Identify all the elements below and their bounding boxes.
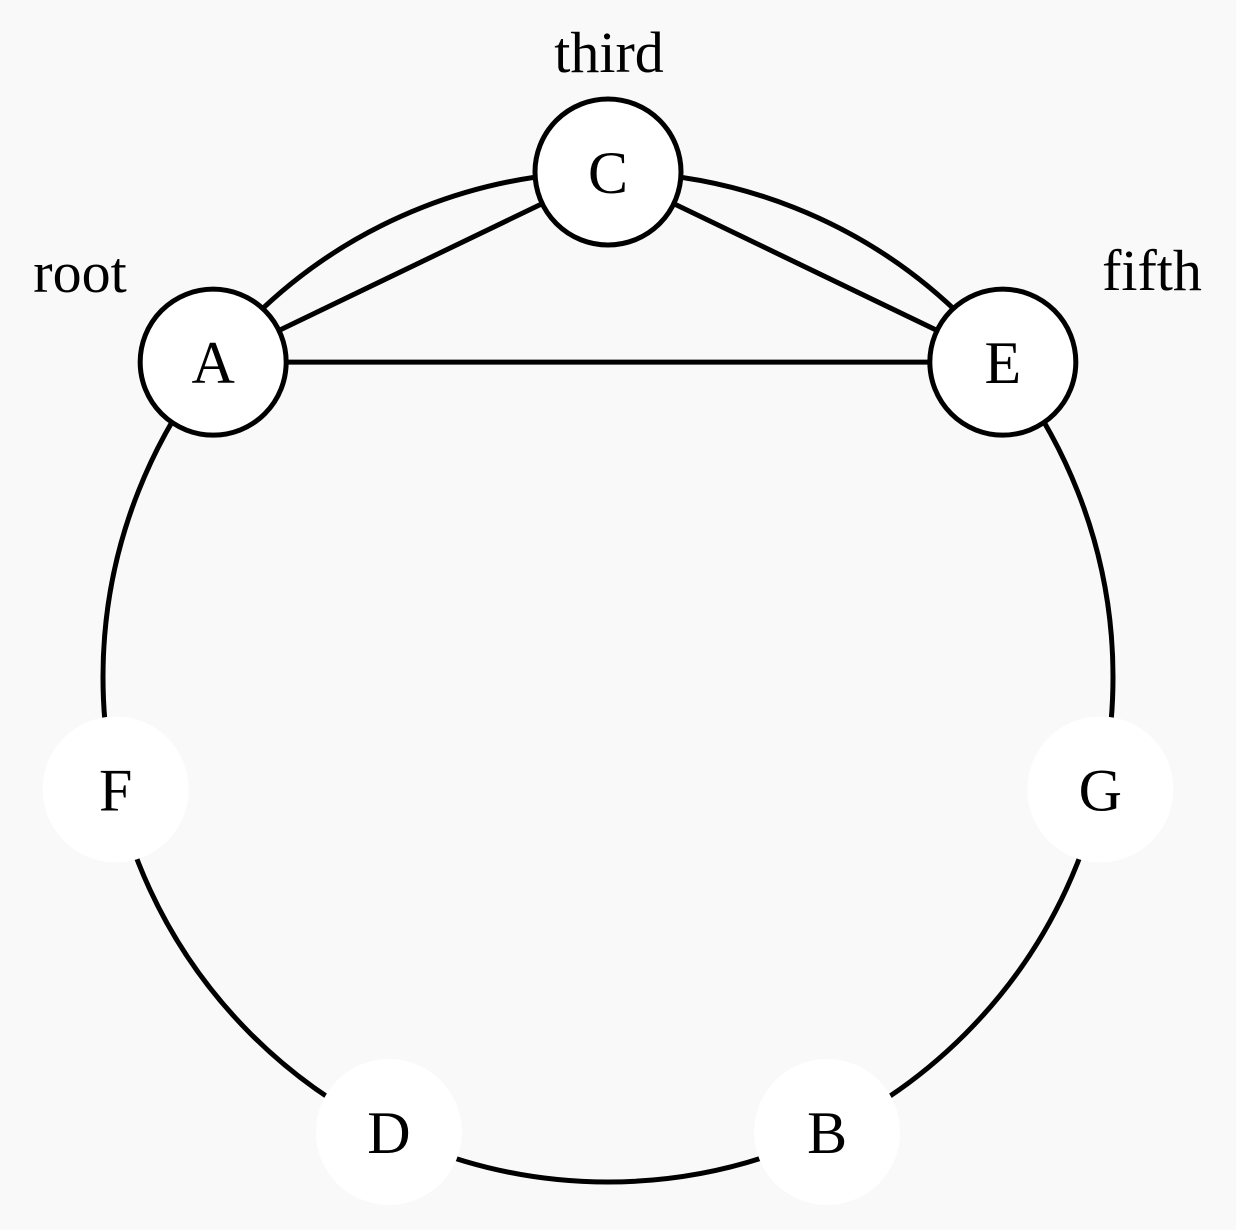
note-node-g: G [1027,716,1174,863]
role-labels: third fifth root [33,20,1202,305]
note-node-c: C [532,96,684,248]
role-label-third: third [554,20,664,85]
note-node-f: F [42,716,189,863]
note-label-d: D [367,1100,410,1166]
note-circle-f [42,716,189,863]
note-label-b: B [807,1100,847,1166]
note-nodes: C E G B D F A [42,96,1174,1205]
note-circle-d [315,1058,462,1205]
note-node-d: D [315,1058,462,1205]
note-circle-e [927,286,1079,438]
note-circle-c [532,96,684,248]
note-label-g: G [1079,757,1122,823]
role-label-fifth: fifth [1102,238,1202,303]
note-node-b: B [754,1058,901,1205]
note-label-f: F [99,757,132,823]
role-label-root: root [33,240,126,305]
note-label-e: E [984,330,1021,396]
note-circle-a [137,286,289,438]
note-label-a: A [192,330,235,396]
note-node-a: A [137,286,289,438]
note-node-e: E [927,286,1079,438]
note-circle-b [754,1058,901,1205]
note-label-c: C [588,140,628,206]
note-circle-g [1027,716,1174,863]
